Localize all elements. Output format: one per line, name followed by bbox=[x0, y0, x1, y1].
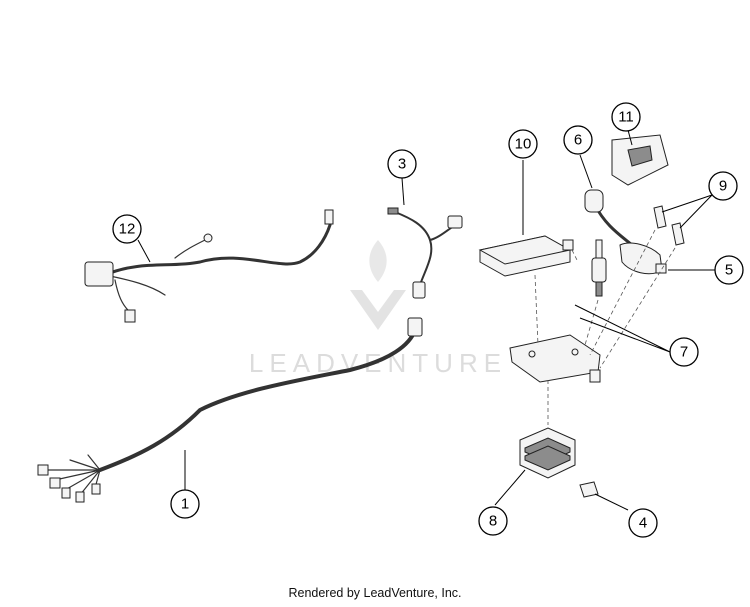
assembly-lines bbox=[534, 229, 676, 425]
leader-lines bbox=[137, 129, 715, 511]
mounting-bolts bbox=[653, 205, 685, 246]
callout-label: 11 bbox=[618, 109, 634, 126]
callout-6: 6 bbox=[563, 125, 593, 155]
callout-1: 1 bbox=[170, 489, 200, 519]
callout-label: 1 bbox=[181, 496, 189, 513]
callout-label: 3 bbox=[398, 156, 406, 173]
control-module bbox=[611, 134, 669, 186]
callout-label: 10 bbox=[515, 136, 532, 153]
callout-12: 12 bbox=[112, 214, 142, 244]
watermark-logo-icon bbox=[350, 290, 406, 330]
coil-connector bbox=[655, 263, 667, 274]
sub-wiring-harness bbox=[84, 209, 334, 323]
callout-label: 7 bbox=[680, 344, 688, 361]
callout-3: 3 bbox=[387, 149, 417, 179]
callout-9: 9 bbox=[708, 171, 738, 201]
watermark-flame-icon bbox=[369, 240, 387, 282]
callout-10: 10 bbox=[508, 129, 538, 159]
footer-credit: Rendered by LeadVenture, Inc. bbox=[288, 586, 462, 600]
callout-label: 8 bbox=[489, 513, 497, 530]
callout-11: 11 bbox=[611, 102, 641, 132]
callout-label: 5 bbox=[725, 262, 733, 279]
watermark: LEADVENTURE bbox=[249, 240, 501, 378]
callout-7: 7 bbox=[669, 337, 699, 367]
main-wiring-harness bbox=[37, 317, 423, 503]
mounting-bracket bbox=[509, 334, 601, 383]
callout-label: 4 bbox=[639, 515, 647, 532]
cdi-unit bbox=[478, 235, 574, 277]
small-wiring-harness bbox=[387, 207, 463, 299]
callout-8: 8 bbox=[478, 506, 508, 536]
callout-5: 5 bbox=[714, 255, 744, 285]
callout-label: 6 bbox=[574, 132, 582, 149]
callout-label: 12 bbox=[119, 221, 136, 238]
ignition-coil-assembly bbox=[584, 189, 663, 297]
voltage-regulator bbox=[519, 427, 576, 479]
wire-clip bbox=[579, 481, 599, 498]
callout-4: 4 bbox=[628, 508, 658, 538]
callout-label: 9 bbox=[719, 178, 727, 195]
